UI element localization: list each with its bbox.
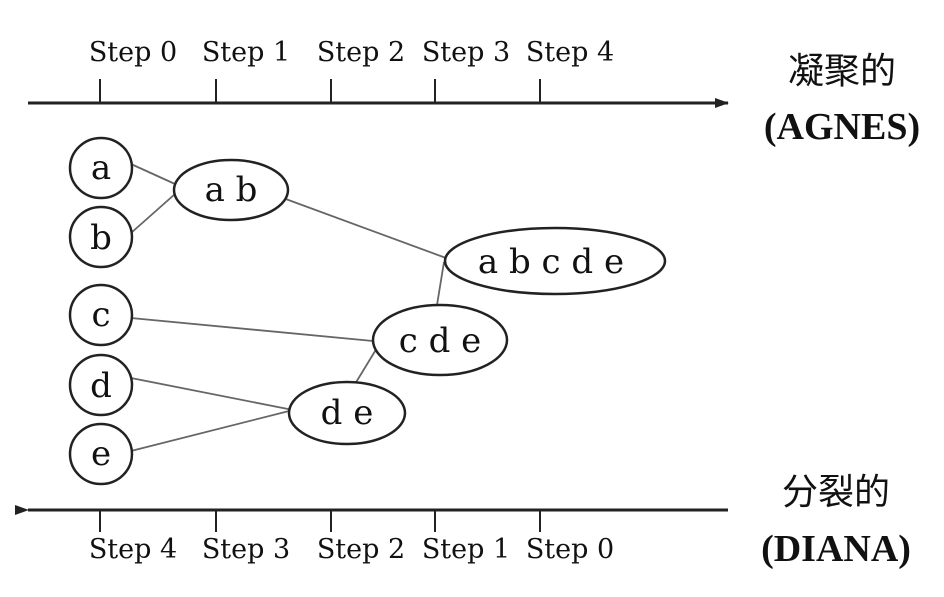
node-ab-label: a b: [205, 170, 258, 210]
agnes-step-label: Step 1: [202, 37, 290, 68]
node-abcde: a b c d e: [443, 226, 667, 296]
diana-label-chinese: 分裂的: [782, 472, 890, 513]
node-b: b: [68, 205, 134, 269]
agnes-step-label: Step 4: [526, 37, 614, 68]
node-c-label: c: [91, 295, 110, 335]
agnes-label-chinese: 凝聚的: [788, 51, 896, 92]
node-de: d e: [287, 380, 407, 446]
node-d-label: d: [90, 366, 112, 406]
diana-axis: Step 4 Step 3 Step 2 Step 1 Step 0 分裂的 (…: [14, 472, 911, 570]
agnes-step-label: Step 2: [317, 37, 405, 68]
edge-b-ab: [130, 193, 176, 234]
node-ab: a b: [172, 158, 290, 222]
diana-step-label: Step 3: [202, 534, 290, 565]
node-c: c: [68, 283, 134, 347]
diana-step-label: Step 0: [526, 534, 614, 565]
node-de-label: d e: [321, 393, 374, 433]
node-cde-label: c d e: [399, 321, 482, 361]
edge-e-de: [130, 409, 294, 452]
agnes-label-english: (AGNES): [764, 106, 920, 148]
node-abcde-label: a b c d e: [478, 242, 624, 282]
agnes-step-label: Step 3: [422, 37, 510, 68]
agnes-axis: Step 0 Step 1 Step 2 Step 3 Step 4 凝聚的 (…: [28, 37, 920, 148]
node-a: a: [68, 136, 134, 200]
node-e: e: [68, 422, 134, 486]
diana-label-english: (DIANA): [761, 528, 911, 570]
edge-c-cde: [130, 317, 374, 342]
edge-a-ab: [130, 163, 176, 185]
edge-ab-abcde: [282, 197, 447, 259]
node-b-label: b: [90, 218, 112, 258]
dendrogram-edges: [130, 163, 447, 452]
diana-step-label: Step 1: [422, 534, 510, 565]
diana-step-label: Step 2: [317, 534, 405, 565]
node-cde: c d e: [371, 303, 509, 377]
edge-d-de: [130, 377, 294, 411]
node-d: d: [68, 353, 134, 417]
node-e-label: e: [91, 434, 111, 474]
edge-cde-abcde: [436, 261, 445, 306]
diana-step-label: Step 4: [89, 534, 177, 565]
node-a-label: a: [91, 148, 111, 188]
agnes-step-label: Step 0: [89, 37, 177, 68]
